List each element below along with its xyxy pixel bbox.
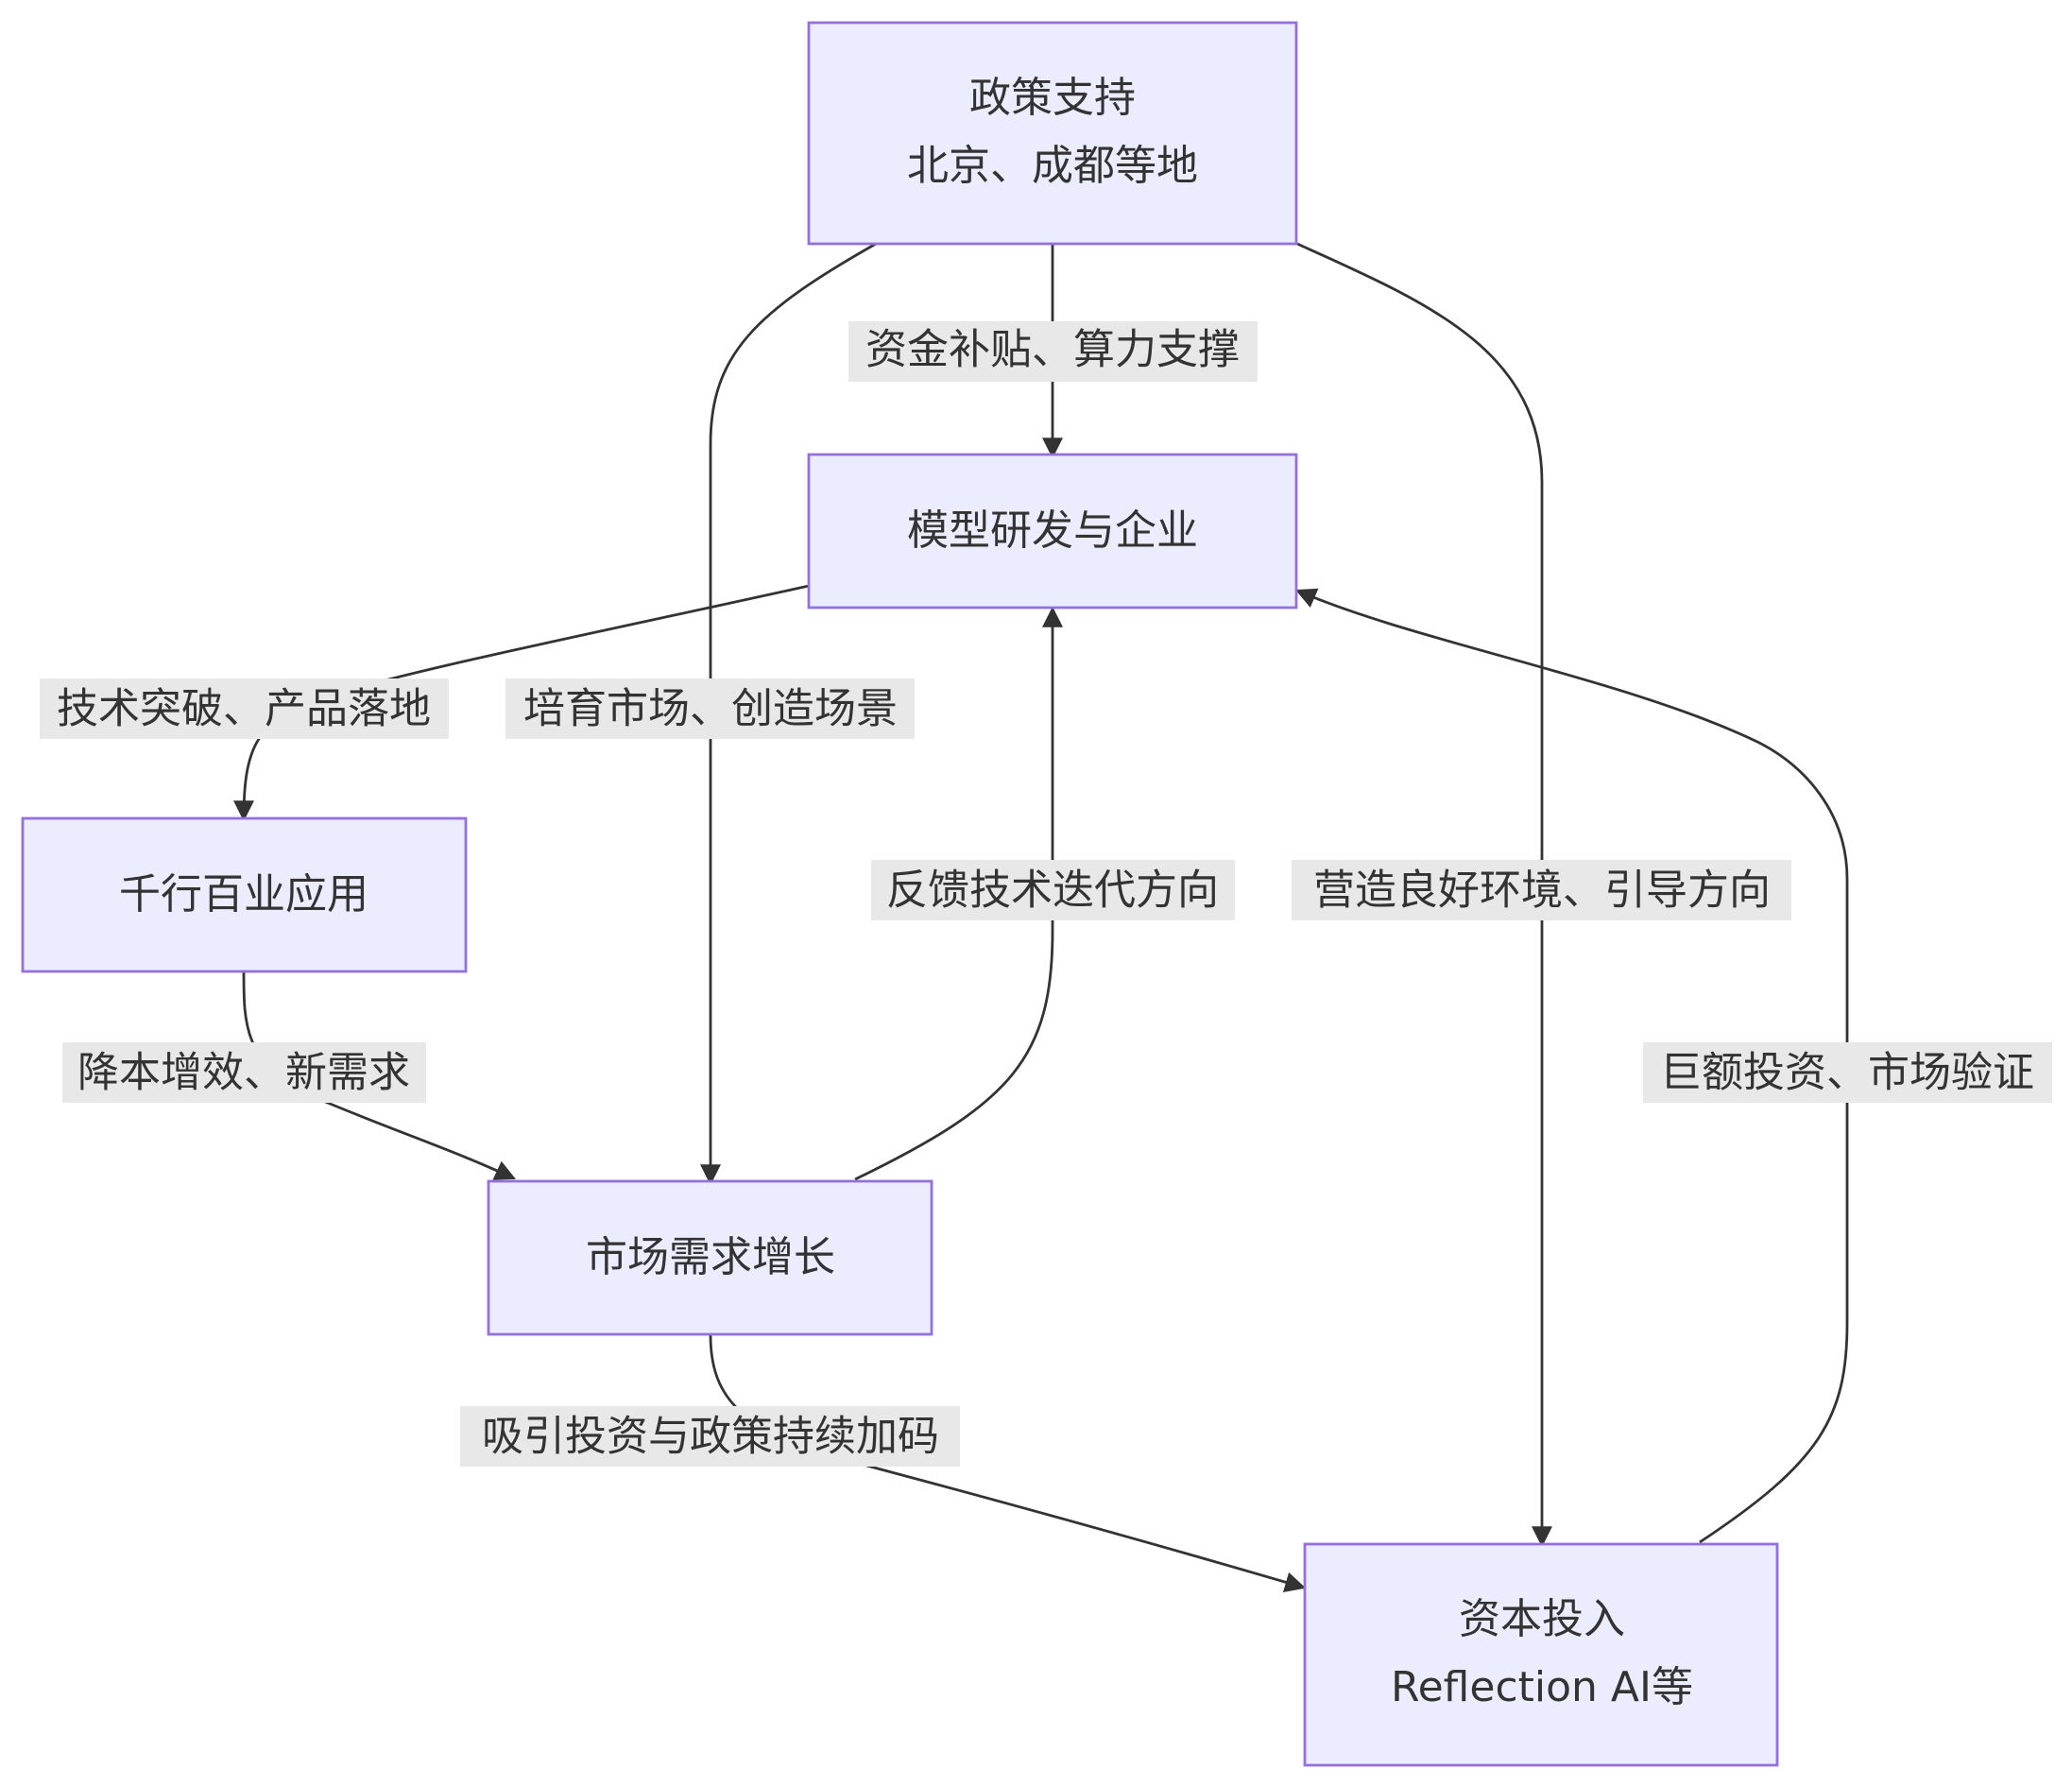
edge-label-text: 巨额投资、市场验证: [1660, 1049, 2034, 1097]
edge-label-capital-model: 巨额投资、市场验证: [1643, 1042, 2052, 1103]
edge-label-policy-market: 培育市场、创造场景: [505, 678, 915, 739]
edge-market-to-model: [854, 606, 1063, 1181]
node-industry-apps[interactable]: 千行百业应用: [21, 816, 468, 973]
edge-label-policy-model: 资金补贴、算力支撑: [848, 321, 1258, 382]
node-market-title: 市场需求增长: [586, 1233, 835, 1281]
edge-label-policy-capital: 营造良好环境、引导方向: [1292, 860, 1791, 920]
edge-capital-to-model: [1294, 588, 1849, 1544]
edge-label-text: 吸引投资与政策持续加码: [482, 1413, 939, 1461]
node-capital-input[interactable]: 资本投入 Reflection AI等: [1303, 1542, 1779, 1767]
edge-market-to-capital: [709, 1334, 1307, 1592]
edge-label-text: 降本增效、新需求: [77, 1049, 410, 1097]
edge-policy-to-market: [700, 242, 877, 1186]
edge-label-market-model: 反馈技术迭代方向: [871, 860, 1235, 920]
node-model-rnd[interactable]: 模型研发与企业: [807, 453, 1298, 610]
edge-label-model-apps: 技术突破、产品落地: [40, 678, 449, 739]
nodes: 政策支持 北京、成都等地 模型研发与企业 千行百业应用 市场需求增长 资本投入 …: [21, 21, 1779, 1767]
node-market-demand[interactable]: 市场需求增长: [487, 1179, 933, 1336]
node-model-title: 模型研发与企业: [907, 507, 1198, 555]
edge-label-text: 资金补贴、算力支撑: [865, 326, 1240, 374]
edge-label-market-capital: 吸引投资与政策持续加码: [460, 1406, 960, 1467]
edge-label-text: 培育市场、创造场景: [523, 685, 898, 733]
node-policy-subtitle: 北京、成都等地: [907, 142, 1198, 190]
edge-label-apps-market: 降本增效、新需求: [62, 1042, 426, 1103]
edge-label-text: 反馈技术迭代方向: [886, 867, 1219, 915]
edge-labels: 资金补贴、算力支撑 培育市场、创造场景 营造良好环境、引导方向 技术突破、产品落…: [40, 321, 2052, 1467]
node-capital-subtitle: Reflection AI等: [1391, 1663, 1693, 1711]
node-policy-title: 政策支持: [969, 74, 1136, 122]
node-capital-title: 资本投入: [1459, 1595, 1625, 1643]
node-policy-support[interactable]: 政策支持 北京、成都等地: [807, 21, 1298, 246]
edge-label-text: 营造良好环境、引导方向: [1313, 867, 1771, 915]
edge-policy-to-capital: [1296, 242, 1552, 1548]
node-apps-title: 千行百业应用: [119, 870, 368, 919]
edge-label-text: 技术突破、产品落地: [57, 685, 431, 733]
